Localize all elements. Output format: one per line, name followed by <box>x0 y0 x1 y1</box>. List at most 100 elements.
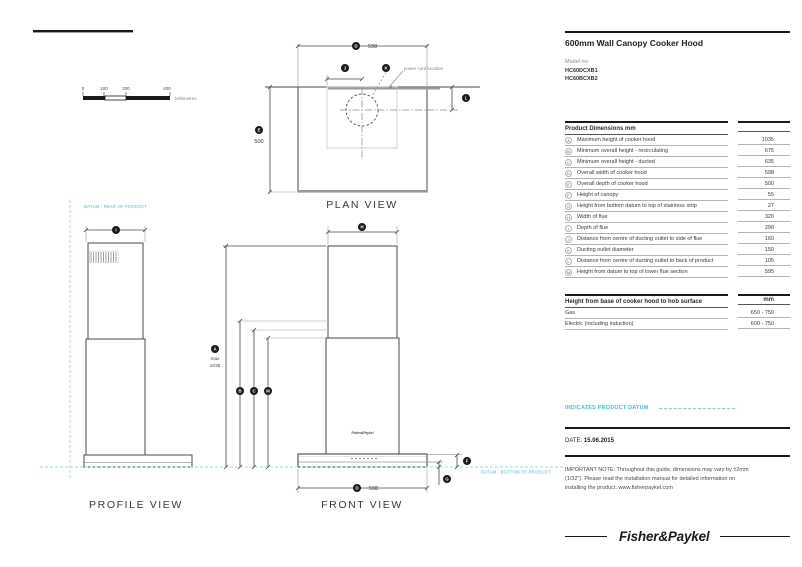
dimension-row: L Distance from centre of ducting outlet… <box>565 256 790 267</box>
plan-depth-value: 500 <box>254 139 263 145</box>
scale-tick-400: 400 <box>163 86 171 91</box>
profile-view-title: PROFILE VIEW <box>89 499 183 511</box>
rule-below-date <box>565 455 790 457</box>
svg-text:D: D <box>354 44 357 49</box>
dimension-value: 55 <box>738 190 790 200</box>
profile-flue-depth-badge: I <box>112 226 120 234</box>
profile-view: DATUM : REAR OF PRODUCT I PROFILE VIEW <box>69 200 193 511</box>
dimension-row: M Height from datum to top of lower flue… <box>565 267 790 278</box>
dimensions-header-label: Product Dimensions mm <box>565 121 728 135</box>
hob-row: Electric (including induction) 600 - 750 <box>565 319 790 330</box>
scale-tick-200: 200 <box>122 86 130 91</box>
front-flue-width-badge: H <box>358 223 366 231</box>
svg-text:E: E <box>258 128 261 133</box>
dimension-label: Distance from centre of ducting outlet t… <box>577 236 703 242</box>
dimension-row: F Height of canopy 55 <box>565 190 790 201</box>
hob-value: 600 - 750 <box>738 319 790 329</box>
dimension-key-badge: K <box>565 246 572 254</box>
hob-table-body: Gas 650 - 750 Electric (including induct… <box>565 308 790 330</box>
dimension-label: Overall width of cooker hood <box>577 170 647 176</box>
brand-logo-row: Fisher&Paykel <box>565 529 790 544</box>
dimensions-table-body: A Maximum height of cooker hood 1035 B M… <box>565 135 790 278</box>
scale-unit-label: Millimetres <box>175 96 197 101</box>
dimensions-table-header: Product Dimensions mm <box>565 121 790 135</box>
front-lower-flue <box>325 337 400 455</box>
dimension-label: Ducting outlet diameter <box>577 247 634 253</box>
dimension-label: Maximum height of cooker hood <box>577 137 656 143</box>
scale-ticks <box>82 92 171 96</box>
dimension-label: Height from bottom datum to top of stain… <box>577 203 697 209</box>
svg-text:K: K <box>384 66 388 71</box>
dimension-label: Minimum overall height - ducted <box>577 159 655 165</box>
dimension-value: 1035 <box>738 135 790 145</box>
plan-hood-outline <box>297 86 428 193</box>
power-cord-arrow <box>389 85 393 89</box>
fisher-paykel-logo: Fisher&Paykel <box>619 529 710 544</box>
front-strip-height-badge: G <box>443 475 451 483</box>
dimension-key-badge: H <box>565 213 572 221</box>
model-number: HC60BCXB2 <box>565 75 598 82</box>
logo-rule-right <box>720 535 790 538</box>
power-cord-note: power cord location <box>404 66 444 71</box>
datum-legend: INDICATES PRODUCT DATUM <box>565 405 735 411</box>
dimension-label: Overall depth of cooker hood <box>577 181 648 187</box>
plan-outlet-offset-badge: J <box>341 64 349 72</box>
front-ducted-height-badge: C <box>250 387 258 395</box>
dimension-key-badge: C <box>565 158 572 166</box>
svg-text:G: G <box>445 477 449 482</box>
svg-text:F: F <box>466 459 469 464</box>
scale-bar: 0 100 200 400 Millimetres <box>82 86 198 101</box>
dimension-key-badge: M <box>565 268 572 276</box>
dimension-ticks <box>83 43 460 491</box>
dimension-row: D Overall width of cooker hood 598 <box>565 168 790 179</box>
dimension-row: G Height from bottom datum to top of sta… <box>565 201 790 212</box>
datum-rear-label: DATUM : REAR OF PRODUCT <box>84 204 147 209</box>
front-lower-flue-height-badge: M <box>264 387 272 395</box>
dimension-value: 160 <box>738 234 790 244</box>
datum-legend-dash <box>658 408 735 411</box>
svg-text:I: I <box>115 228 116 233</box>
svg-text:H: H <box>360 225 363 230</box>
hob-header-label: Height from base of cooker hood to hob s… <box>565 294 728 308</box>
dimension-value: 500 <box>738 179 790 189</box>
front-control-buttons <box>351 457 377 460</box>
plan-view-title: PLAN VIEW <box>326 199 398 211</box>
dimension-row: E Overall depth of cooker hood 500 <box>565 179 790 190</box>
front-canopy-height-badge: F <box>463 457 471 465</box>
important-note: IMPORTANT NOTE: Throughout this guide, d… <box>565 467 749 491</box>
profile-canopy <box>83 454 193 468</box>
dimension-label: Height of canopy <box>577 192 619 198</box>
hob-table: Height from base of cooker hood to hob s… <box>565 294 790 330</box>
dimension-label: Minimum overall height - recirculating <box>577 148 669 154</box>
hob-row: Gas 650 - 750 <box>565 308 790 319</box>
dimension-key-badge: E <box>565 180 572 188</box>
dimension-row: C Minimum overall height - ducted 635 <box>565 157 790 168</box>
dimension-key-badge: J <box>565 235 572 243</box>
dimensions-table: Product Dimensions mm A Maximum height o… <box>565 121 790 278</box>
dimension-value: 27 <box>738 201 790 211</box>
technical-drawing: 0 100 200 400 Millimetres <box>33 30 563 511</box>
front-width-value: 598 <box>369 486 378 492</box>
date-label: DATE: <box>565 438 583 444</box>
dimension-label: Height from datum to top of lower flue s… <box>577 269 688 275</box>
svg-text:M: M <box>266 389 270 394</box>
dimension-value: 675 <box>738 146 790 156</box>
dimension-label: Width of flue <box>577 214 608 220</box>
dimension-row: H Width of flue 320 <box>565 212 790 223</box>
dimension-key-badge: L <box>565 257 572 265</box>
svg-text:A: A <box>213 347 216 352</box>
dimension-value: 105 <box>738 256 790 266</box>
corner-mark <box>33 30 133 33</box>
date-line: DATE: 15.06.2015 <box>565 438 790 444</box>
front-upper-flue <box>327 245 398 339</box>
scale-tick-0: 0 <box>82 86 85 91</box>
svg-text:J: J <box>344 66 347 71</box>
front-view: H Fisher&Paykel A max 1035 <box>210 223 471 511</box>
plan-width-value: 598 <box>368 44 377 50</box>
profile-upper-flue <box>87 242 144 340</box>
dimension-label: Distance from centre of ducting outlet t… <box>577 258 714 264</box>
front-brand-text: Fisher&Paykel <box>352 431 374 435</box>
hob-unit-label: mm <box>738 294 790 305</box>
